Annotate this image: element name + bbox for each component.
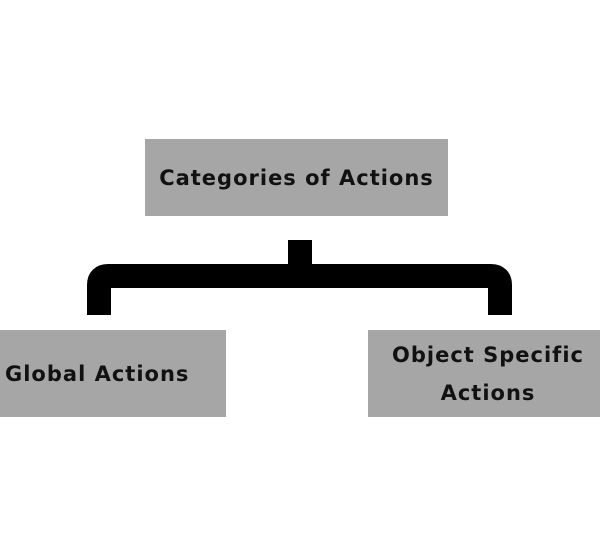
root-node: Categories of Actions	[145, 139, 448, 216]
child-node-label: Object Specific Actions	[392, 342, 584, 405]
child-node-label: Global Actions	[5, 361, 190, 386]
child-node-global-actions: Global Actions	[0, 330, 226, 417]
child-node-object-specific-actions: Object Specific Actions	[368, 330, 600, 417]
connector-bracket	[87, 264, 512, 315]
root-node-label: Categories of Actions	[159, 165, 434, 190]
